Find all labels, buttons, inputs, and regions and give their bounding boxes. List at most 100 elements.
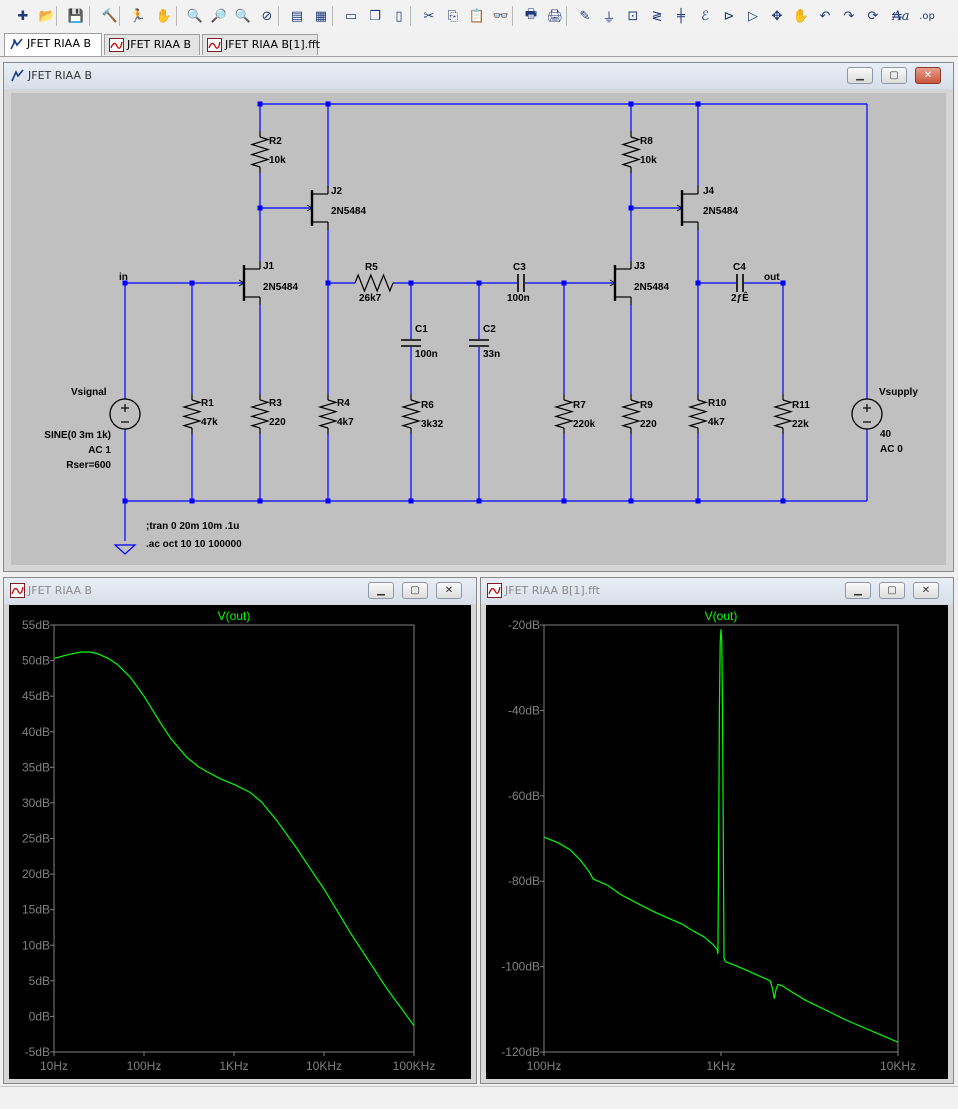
jfet-j1[interactable] (238, 261, 261, 305)
minimize-button[interactable]: ▁ (847, 67, 873, 84)
junction-dot (325, 498, 331, 504)
label-vsignal-l1: SINE(0 3m 1k) (44, 430, 111, 441)
y-tick-label: 20dB (22, 867, 50, 881)
resistor-r1[interactable] (181, 394, 203, 434)
drag-icon[interactable]: ✋ (792, 8, 810, 24)
resistor-r8[interactable] (620, 131, 642, 173)
print-setup-icon[interactable]: 🖶 (524, 7, 538, 22)
schematic-window-titlebar[interactable]: JFET RIAA B ▁ ▢ ✕ (4, 63, 953, 89)
tab-fft[interactable]: JFET RIAA B[1].fft (202, 34, 320, 55)
junction-dot (189, 280, 195, 286)
capacitor-c3[interactable] (517, 274, 525, 292)
fft-plot-title: JFET RIAA B[1].fft (505, 584, 600, 597)
save-icon[interactable]: 💾 (67, 8, 85, 24)
jfet-j2[interactable] (306, 186, 329, 230)
ground-icon[interactable]: ⏚ (602, 10, 616, 26)
resistor-zigzag (354, 273, 394, 293)
zoom-out-icon[interactable]: 🔍 (234, 8, 252, 24)
component-icon[interactable]: ▷ (748, 8, 758, 24)
tile-horizontal-icon[interactable]: ▭ (344, 8, 358, 24)
resistor-r3[interactable] (249, 394, 271, 434)
resistor-r9[interactable] (620, 394, 642, 434)
halt-icon[interactable]: ✋ (155, 8, 173, 24)
junction-dot (325, 280, 331, 286)
plot-background (486, 605, 948, 1079)
maximize-button[interactable]: ▢ (879, 582, 905, 599)
ground-icon (113, 544, 137, 555)
paste-icon[interactable]: 📋 (468, 8, 486, 24)
spice-directive-icon[interactable]: .op (919, 10, 935, 22)
tab-schematic[interactable]: JFET RIAA B (4, 33, 102, 56)
trace-name-label[interactable]: V(out) (218, 609, 251, 623)
resistor-r6[interactable] (400, 394, 422, 434)
label-r5-name: R5 (365, 262, 378, 273)
junction-dot (561, 498, 567, 504)
ac-plot-titlebar[interactable]: JFET RIAA B ▁ ▢ ✕ (4, 578, 476, 604)
rotate-icon[interactable]: ⟳ (867, 8, 879, 24)
toolbar-separator (512, 6, 513, 26)
zoom-in-icon[interactable]: 🔍 (186, 8, 204, 24)
capacitor-icon[interactable]: ╪ (677, 8, 685, 24)
jfet-j4[interactable] (676, 186, 699, 230)
resistor-r4[interactable] (317, 394, 339, 434)
label-r8-val: 10k (640, 155, 657, 166)
resistor-r2[interactable] (249, 131, 271, 173)
label-net-icon[interactable]: ⊡ (627, 8, 639, 24)
minimize-button[interactable]: ▁ (845, 582, 871, 599)
minimize-button[interactable]: ▁ (368, 582, 394, 599)
text-icon[interactable]: Aa (892, 8, 910, 24)
resistor-icon[interactable]: ≷ (651, 8, 663, 24)
copy-icon[interactable]: ⎘ (447, 8, 459, 24)
cascade-icon[interactable]: ❐ (369, 8, 381, 24)
ac-plot-area[interactable]: 55dB50dB45dB40dB35dB30dB25dB20dB15dB10dB… (9, 605, 471, 1079)
run-icon[interactable]: 🏃 (129, 8, 147, 24)
wire-icon[interactable]: ✎ (579, 8, 591, 24)
tab-waveform[interactable]: JFET RIAA B (104, 34, 200, 55)
capacitor-c1[interactable] (401, 339, 421, 347)
resistor-r7[interactable] (553, 394, 575, 434)
maximize-button[interactable]: ▢ (881, 67, 907, 84)
jfet-j3[interactable] (609, 261, 632, 305)
capacitor-c2[interactable] (469, 339, 489, 347)
toolbar-separator (56, 6, 57, 26)
zoom-cancel-icon[interactable]: ⊘ (261, 8, 273, 24)
new-schematic-icon[interactable]: ✚ (17, 8, 29, 24)
print-icon[interactable]: 🖨 (546, 8, 564, 24)
control-panel-icon[interactable]: 🔨 (101, 8, 119, 24)
tile-vertical-icon[interactable]: ▯ (395, 8, 403, 24)
redo-icon[interactable]: ↷ (843, 8, 855, 24)
source-circle (851, 398, 883, 430)
mirror-icon[interactable]: ⇋ (891, 8, 903, 24)
series-line-vout[interactable] (543, 629, 899, 1043)
fft-plot-titlebar[interactable]: JFET RIAA B[1].fft ▁ ▢ ✕ (481, 578, 953, 604)
maximize-button[interactable]: ▢ (402, 582, 428, 599)
series-line-vout[interactable] (53, 651, 415, 1027)
waveform-icon (10, 583, 25, 598)
trace-name-label[interactable]: V(out) (705, 609, 738, 623)
open-icon[interactable]: 📂 (38, 8, 56, 24)
capacitor-c4[interactable] (736, 274, 744, 292)
clear-plot-icon[interactable]: ▦ (314, 8, 328, 24)
undo-icon[interactable]: ↶ (819, 8, 831, 24)
cut-icon[interactable]: ✂ (423, 8, 435, 24)
diode-icon[interactable]: ⊳ (723, 8, 735, 24)
move-icon[interactable]: ✥ (771, 8, 783, 24)
find-icon[interactable]: 👓 (492, 8, 510, 24)
inductor-icon[interactable]: ℰ (701, 8, 709, 24)
close-button[interactable]: ✕ (915, 67, 941, 84)
close-button[interactable]: ✕ (913, 582, 939, 599)
resistor-r5[interactable] (354, 273, 394, 293)
y-tick-label: -100dB (501, 960, 540, 974)
autorange-icon[interactable]: ▤ (290, 8, 304, 24)
voltage-source-vsupply[interactable] (851, 398, 883, 430)
label-r3-val: 220 (269, 417, 286, 428)
close-button[interactable]: ✕ (436, 582, 462, 599)
zoom-full-icon[interactable]: 🔎 (210, 8, 228, 24)
y-tick-label: 55dB (22, 618, 50, 632)
voltage-source-vsignal[interactable] (109, 398, 141, 430)
ac-plot-title: JFET RIAA B (28, 584, 93, 597)
resistor-r11[interactable] (772, 394, 794, 434)
resistor-r10[interactable] (687, 394, 709, 434)
